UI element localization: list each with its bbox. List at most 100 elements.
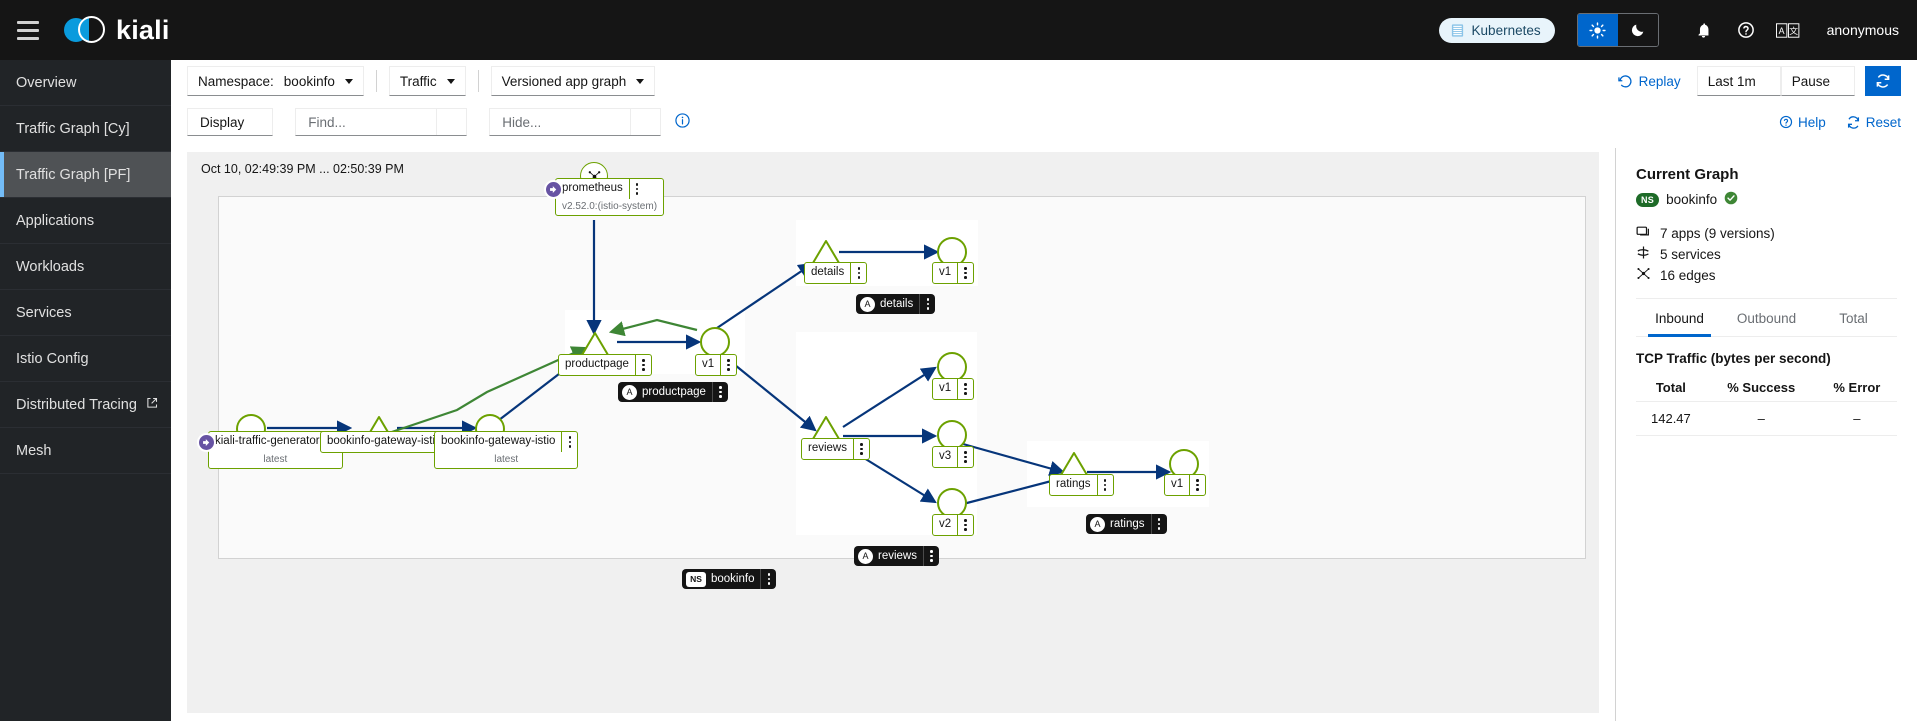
duration-selector[interactable]: Last 1m (1696, 66, 1781, 96)
refresh-button[interactable] (1865, 66, 1901, 96)
sidebar-item-traffic-graph-pf[interactable]: Traffic Graph [PF] (0, 152, 171, 198)
chevron-down-icon (344, 78, 353, 84)
sidebar-item-services[interactable]: Services (0, 290, 171, 336)
node-label-reviews-v1[interactable]: v1 (932, 378, 975, 400)
node-label-reviews-v2[interactable]: v2 (932, 514, 975, 536)
node-label-text: prometheus (562, 182, 623, 194)
node-label-ratings[interactable]: ratings (1049, 474, 1114, 496)
sun-icon[interactable] (1577, 14, 1618, 46)
app-chip: A (858, 548, 873, 564)
graph-canvas[interactable]: Oct 10, 02:49:39 PM ... 02:50:39 PM (187, 152, 1599, 713)
namespace-group-label[interactable]: NS bookinfo (682, 569, 777, 589)
moon-icon[interactable] (1617, 14, 1658, 46)
node-version-productpage-v1[interactable] (700, 327, 730, 357)
cluster-badge-label: Kubernetes (1471, 22, 1541, 38)
refresh-interval-selector[interactable]: Pause (1780, 66, 1855, 96)
app-group-label-text: productpage (642, 386, 706, 398)
node-label-text: reviews (808, 442, 847, 454)
node-label-text: kiali-traffic-generator (215, 435, 320, 447)
node-label-text: v1 (939, 266, 952, 278)
node-label-productpage-v1[interactable]: v1 (695, 354, 738, 376)
sidebar-item-applications[interactable]: Applications (0, 198, 171, 244)
toolbar-links: Help Reset (1779, 115, 1901, 130)
sidebar-item-label: Applications (16, 212, 95, 229)
node-label-text: productpage (565, 358, 629, 370)
node-menu-icon[interactable] (634, 355, 651, 375)
reset-link[interactable]: Reset (1846, 115, 1901, 130)
node-label-details[interactable]: details (804, 262, 868, 284)
node-menu-icon[interactable] (957, 263, 973, 283)
sidebar-item-label: Traffic Graph [Cy] (16, 120, 130, 137)
app-group-label-text: details (880, 298, 914, 310)
replay-button[interactable]: Replay (1617, 74, 1681, 89)
node-menu-icon[interactable] (561, 432, 577, 452)
col-total: Total (1655, 380, 1686, 395)
tab-inbound[interactable]: Inbound (1636, 299, 1723, 337)
node-menu-icon[interactable] (628, 179, 645, 199)
display-menu-button[interactable]: Display (187, 108, 274, 136)
node-menu-icon[interactable] (720, 355, 736, 375)
node-label-reviews-v3[interactable]: v3 (932, 446, 975, 468)
help-link[interactable]: Help (1779, 115, 1826, 130)
graph-type-selector[interactable]: Versioned app graph (490, 66, 656, 96)
sidebar-item-distributed-tracing[interactable]: Distributed Tracing (0, 382, 171, 428)
version-node-circle (700, 327, 730, 357)
find-dropdown-toggle[interactable] (436, 109, 466, 135)
hide-field[interactable]: Hide... (489, 108, 662, 136)
language-icon[interactable]: A 文 (1767, 9, 1809, 51)
theme-toggle[interactable] (1576, 13, 1659, 47)
sidebar-item-label: Mesh (16, 442, 52, 459)
app-group-label-details[interactable]: A details (856, 294, 936, 314)
tab-total[interactable]: Total (1839, 311, 1868, 326)
group-menu-icon[interactable] (760, 569, 776, 589)
graph-area: Oct 10, 02:49:39 PM ... 02:50:39 PM (171, 148, 1615, 721)
sidebar-item-workloads[interactable]: Workloads (0, 244, 171, 290)
sidebar-item-traffic-graph-cy[interactable]: Traffic Graph [Cy] (0, 106, 171, 152)
tcp-traffic-title: TCP Traffic (bytes per second) (1636, 351, 1831, 366)
chevron-down-icon (636, 78, 645, 84)
node-menu-icon[interactable] (850, 263, 866, 283)
node-label-text: bookinfo-gateway-istio (441, 435, 556, 447)
main-content: Namespace: bookinfo Traffic Versioned ap… (171, 60, 1917, 721)
node-label-details-v1[interactable]: v1 (932, 262, 975, 284)
group-menu-icon[interactable] (922, 546, 939, 566)
sidebar-item-overview[interactable]: Overview (0, 60, 171, 106)
sidebar-item-label: Overview (16, 74, 77, 91)
app-group-label-ratings[interactable]: A ratings (1086, 514, 1167, 534)
sidebar-item-mesh[interactable]: Mesh (0, 428, 171, 474)
namespace-selector[interactable]: Namespace: bookinfo (187, 66, 364, 96)
find-field[interactable]: Find... (295, 108, 468, 136)
traffic-selector[interactable]: Traffic (388, 66, 466, 96)
help-icon[interactable] (1725, 9, 1767, 51)
sidebar-item-istio-config[interactable]: Istio Config (0, 336, 171, 382)
node-label-productpage[interactable]: productpage (558, 354, 652, 376)
node-label-text: v1 (1171, 478, 1184, 490)
node-menu-icon[interactable] (1096, 475, 1113, 495)
group-menu-icon[interactable] (711, 382, 728, 402)
node-menu-icon[interactable] (852, 439, 869, 459)
node-menu-icon[interactable] (957, 379, 973, 399)
node-menu-icon[interactable] (957, 447, 973, 467)
cluster-badge[interactable]: Kubernetes (1438, 17, 1555, 43)
node-sub-label: latest (494, 453, 519, 465)
node-bookinfo-gateway-2[interactable]: bookinfo-gateway-istio latest (434, 431, 579, 469)
app-group-label-productpage[interactable]: A productpage (618, 382, 728, 402)
col-success: % Success (1727, 380, 1796, 395)
group-menu-icon[interactable] (1150, 514, 1167, 534)
node-prometheus[interactable]: prometheus v2.52.0:(istio-system) (555, 178, 665, 216)
node-menu-icon[interactable] (1189, 475, 1205, 495)
tab-outbound[interactable]: Outbound (1736, 311, 1797, 326)
hide-dropdown-toggle[interactable] (630, 109, 660, 135)
brand-logo[interactable]: kiali (56, 15, 170, 46)
svg-text:文: 文 (1789, 25, 1798, 36)
info-icon[interactable] (675, 113, 690, 131)
group-menu-icon[interactable] (919, 294, 935, 314)
app-group-label-reviews[interactable]: A reviews (854, 546, 939, 566)
bell-icon[interactable] (1683, 9, 1725, 51)
node-label-reviews[interactable]: reviews (801, 438, 870, 460)
node-menu-icon[interactable] (957, 515, 973, 535)
user-menu[interactable]: anonymous (1826, 22, 1899, 38)
hamburger-icon[interactable] (0, 0, 56, 60)
node-label-ratings-v1[interactable]: v1 (1164, 474, 1207, 496)
display-label: Display (200, 114, 245, 130)
